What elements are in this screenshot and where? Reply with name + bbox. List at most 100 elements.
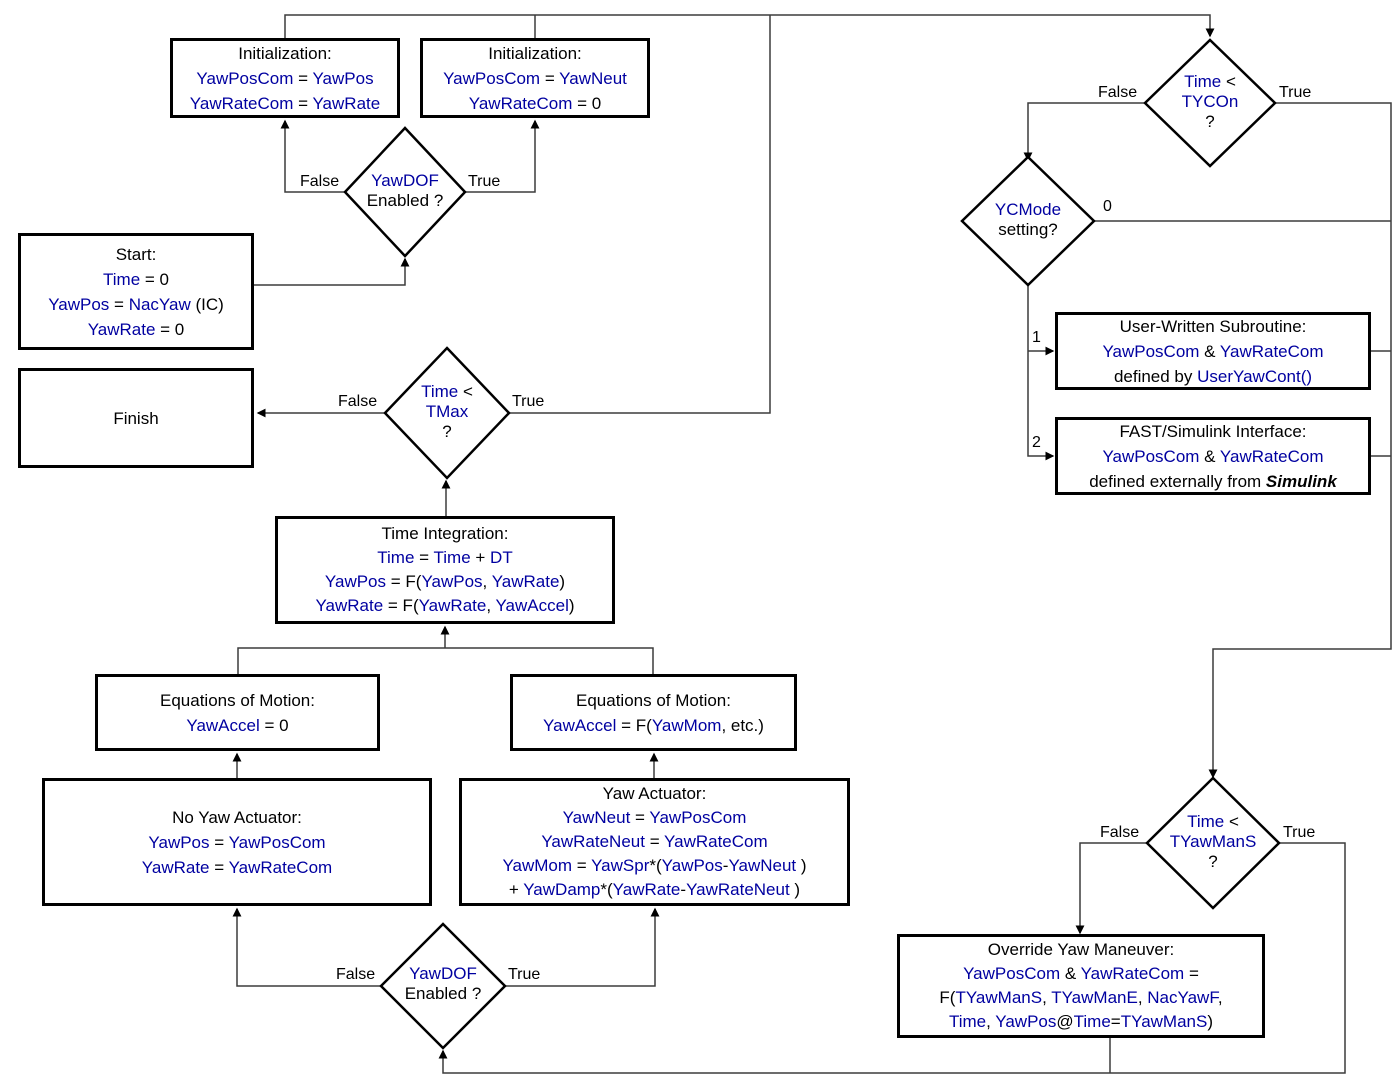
edge-eom-bus bbox=[237, 647, 654, 674]
edge-tmax-true-riser bbox=[509, 15, 771, 414]
edge-top-bus-to-tycon bbox=[284, 14, 1215, 38]
text-line: Finish bbox=[113, 408, 159, 428]
edge-yawdofbot-true bbox=[505, 907, 660, 987]
text-line: YawDOF bbox=[371, 171, 439, 190]
text-line: Equations of Motion: bbox=[576, 690, 731, 710]
text-line: TYCOn bbox=[1181, 92, 1239, 111]
text-line: Time < bbox=[1187, 812, 1239, 831]
text-line: YawPosCom & YawRateCom bbox=[1102, 446, 1324, 466]
edge-start-to-yawdoftop bbox=[254, 257, 410, 286]
edge-right-trunk-to-tyawmans bbox=[1208, 102, 1392, 779]
text-line: + YawDamp*(YawRate-YawRateNeut ) bbox=[508, 880, 801, 899]
edge-label-one: 1 bbox=[1032, 329, 1041, 346]
diamond-yawdof-bottom bbox=[379, 922, 507, 1050]
text-line: YawPos = F(YawPos, YawRate) bbox=[324, 572, 566, 591]
tmax-diamond-text: Time <TMax? bbox=[387, 382, 507, 442]
edge-label-true: True bbox=[1279, 84, 1312, 101]
edge-yawdofbot-false bbox=[232, 907, 381, 987]
text-line: Time < bbox=[1184, 72, 1236, 91]
edge-yawdoftop-false bbox=[280, 119, 345, 193]
text-line: TYawManS bbox=[1169, 832, 1257, 851]
text-line: ? bbox=[1208, 852, 1218, 871]
edge-label-true: True bbox=[1283, 824, 1316, 841]
text-line: YawRateCom = 0 bbox=[468, 93, 602, 113]
edge-label-false: False bbox=[338, 393, 378, 410]
text-line: YawDOF bbox=[409, 964, 477, 983]
tycon-diamond-text: Time <TYCOn? bbox=[1150, 72, 1270, 132]
fast-simulink-interface-box: FAST/Simulink Interface: YawPosCom & YawR… bbox=[1055, 417, 1371, 495]
text-line: YawRateCom = YawRate bbox=[189, 93, 381, 113]
text-line: F(TYawManS, TYawManE, NacYawF, bbox=[939, 988, 1223, 1007]
text-line: Enabled ? bbox=[366, 191, 444, 210]
text-line: Time = Time + DT bbox=[377, 548, 513, 567]
diamond-tyawmans bbox=[1145, 776, 1281, 910]
text-line: Yaw Actuator: bbox=[602, 784, 707, 803]
text-line: YawPosCom & YawRateCom = bbox=[963, 964, 1199, 983]
text-line: defined externally from Simulink bbox=[1089, 471, 1337, 491]
tyawmans-diamond-text: Time <TYawManS? bbox=[1147, 812, 1279, 872]
text-line: ? bbox=[442, 422, 452, 441]
diamond-yawdof-top bbox=[343, 126, 467, 258]
equations-of-motion-right-box: Equations of Motion:YawAccel = F(YawMom,… bbox=[510, 674, 797, 751]
edge-label-true: True bbox=[508, 966, 541, 983]
override-yaw-maneuver-box: Override Yaw Maneuver: YawPosCom & YawRat… bbox=[897, 934, 1265, 1038]
edge-label-two: 2 bbox=[1032, 434, 1041, 451]
text-line: Equations of Motion: bbox=[160, 690, 315, 710]
edge-bottom-bus-to-yawdofbot bbox=[438, 842, 1346, 1074]
text-line: User-Written Subroutine: bbox=[1119, 316, 1307, 336]
text-line: YawPosCom = YawNeut bbox=[443, 68, 627, 88]
text-line: Start: bbox=[115, 244, 157, 264]
text-line: Initialization: bbox=[488, 43, 582, 63]
diamond-tycon bbox=[1143, 38, 1277, 168]
text-line: YawAccel = 0 bbox=[186, 715, 289, 735]
text-line: No Yaw Actuator: bbox=[172, 807, 302, 827]
text-line: YawPos = YawPosCom bbox=[148, 832, 326, 852]
text-line: YCMode bbox=[994, 200, 1062, 219]
time-integration-box: Time Integration: Time = Time + DT YawPos … bbox=[275, 516, 615, 624]
start-box: Start: Time = 0 YawPos = NacYaw (IC) YawRat… bbox=[18, 233, 254, 350]
text-line: Time Integration: bbox=[381, 524, 509, 543]
text-line: YawPosCom & YawRateCom bbox=[1102, 341, 1324, 361]
edge-tyawmans-false-to-override bbox=[1075, 842, 1147, 935]
text-line: YawRate = YawRateCom bbox=[141, 857, 333, 877]
diamond-tmax bbox=[383, 346, 511, 480]
text-line: Override Yaw Maneuver: bbox=[987, 940, 1175, 959]
edge-label-false: False bbox=[1098, 84, 1138, 101]
text-line: Time < bbox=[421, 382, 473, 401]
equations-of-motion-left-box: Equations of Motion: YawAccel = 0 bbox=[95, 674, 380, 751]
text-line: defined by UserYawCont() bbox=[1113, 366, 1313, 386]
user-written-subroutine-box: User-Written Subroutine: YawPosCom & YawR… bbox=[1055, 312, 1371, 390]
edge-ycmode-two bbox=[1027, 285, 1055, 461]
edge-tycon-false-to-ycmode bbox=[1023, 102, 1145, 162]
text-line: Time = 0 bbox=[103, 269, 169, 289]
edge-label-false: False bbox=[300, 173, 340, 190]
edge-label-false: False bbox=[1100, 824, 1140, 841]
text-line: Enabled ? bbox=[404, 984, 482, 1003]
text-line: YawMom = YawSpr*(YawPos-YawNeut ) bbox=[502, 856, 807, 875]
text-line: YawNeut = YawPosCom bbox=[562, 808, 747, 827]
text-line: YawPos = NacYaw (IC) bbox=[48, 294, 224, 314]
text-line: Initialization: bbox=[238, 43, 332, 63]
text-line: YawPosCom = YawPos bbox=[196, 68, 374, 88]
diamond-ycmode bbox=[960, 155, 1096, 287]
text-line: setting? bbox=[998, 220, 1058, 239]
edge-label-false: False bbox=[336, 966, 376, 983]
text-line: YawRateNeut = YawRateCom bbox=[541, 832, 768, 851]
text-line: TMax bbox=[425, 402, 469, 421]
text-line: YawRate = 0 bbox=[87, 319, 185, 339]
edge-yawdoftop-true bbox=[465, 119, 540, 193]
edge-label-zero: 0 bbox=[1103, 198, 1112, 215]
text-line: FAST/Simulink Interface: bbox=[1119, 421, 1307, 441]
edge-label-true: True bbox=[468, 173, 501, 190]
finish-box: Finish bbox=[18, 368, 254, 468]
text-line: YawRate = F(YawRate, YawAccel) bbox=[315, 596, 575, 615]
